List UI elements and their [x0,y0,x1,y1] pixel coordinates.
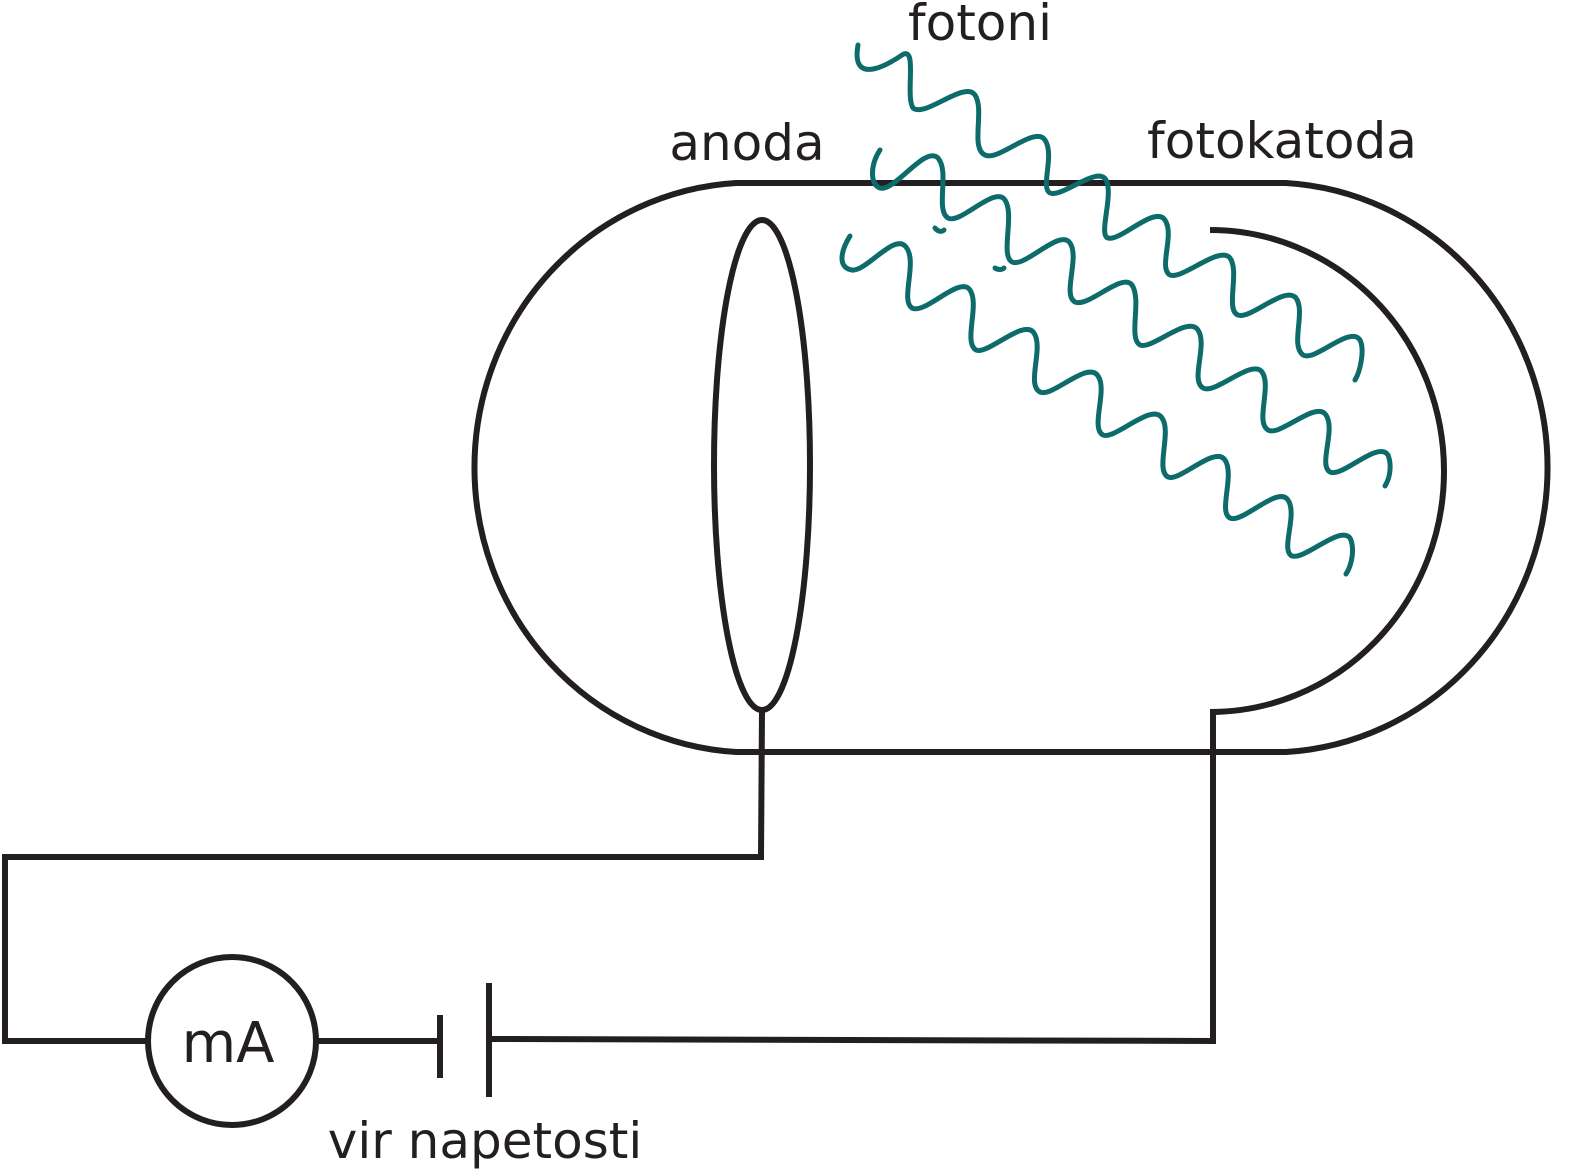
milliammeter-circle [145,954,319,1128]
tube-outline [471,180,1551,755]
vacuum-tube [471,180,1551,755]
milliammeter: mA [145,954,319,1128]
circuit-wires [2,709,1216,1045]
voltage-source-symbol [437,983,492,1097]
photon-wave [992,265,1007,272]
cathode-lead-wire [488,712,1216,1045]
voltage-source-label: vir napetosti [328,1112,643,1170]
photon-wave [932,225,947,234]
anode-electrode [711,217,813,713]
photon-wave [839,233,1356,577]
anode-label: anoda [669,114,824,172]
photon-wave [870,147,1393,489]
photon-wave [854,42,1365,383]
photons-label: fotoni [908,0,1052,52]
anode-lead-wire [2,709,765,1044]
photocathode-electrode [1209,227,1447,715]
photocathode-label: fotokatoda [1147,112,1417,170]
milliammeter-label: mA [182,1011,275,1076]
photons-group [839,42,1393,577]
